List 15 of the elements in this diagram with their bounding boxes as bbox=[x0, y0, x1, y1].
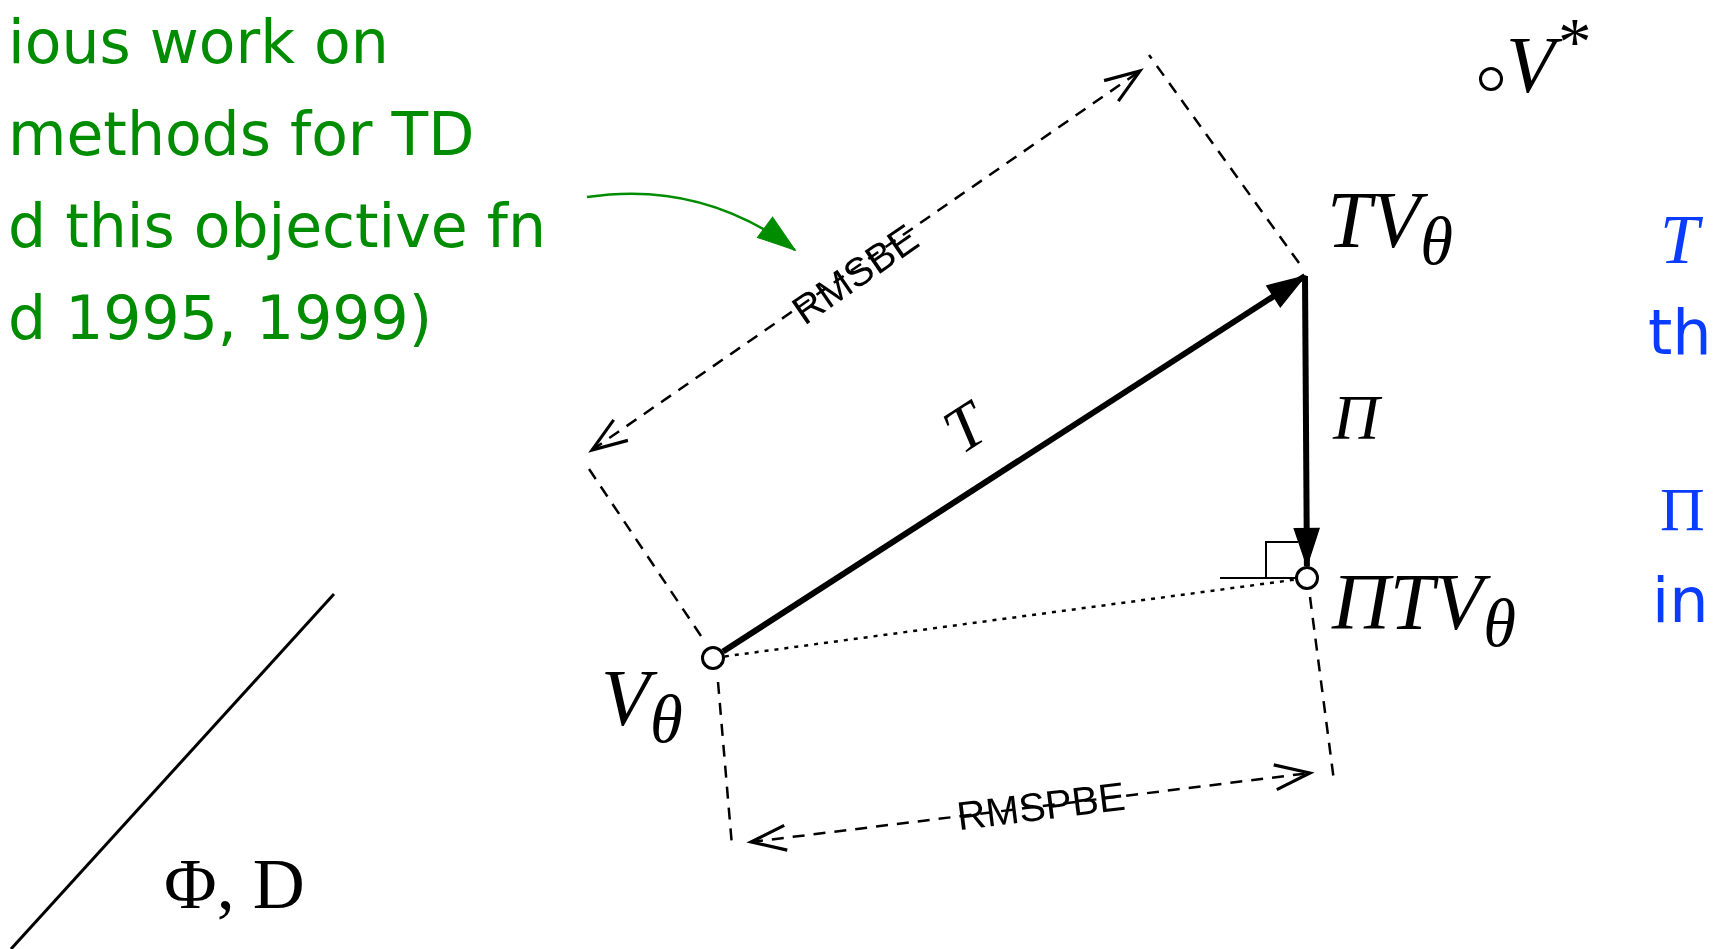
text-label: Π bbox=[1660, 478, 1705, 540]
edge-label: T bbox=[932, 391, 998, 465]
annotation-text: ious work on methods for TD d this objective fn d 1995, 1999) bbox=[8, 6, 546, 355]
math-label: V$^{*}$ bbox=[1506, 9, 1589, 105]
math-label: V$_{θ}$ bbox=[601, 658, 683, 754]
text-label: in bbox=[1652, 570, 1709, 632]
text-label: th bbox=[1648, 302, 1712, 364]
math-label: ΠTV$_{θ}$ bbox=[1332, 562, 1516, 658]
text-label: Φ, D bbox=[164, 848, 305, 920]
dotted-line bbox=[724, 578, 1296, 658]
arrow bbox=[1293, 276, 1320, 567]
math-label: TV$_{θ}$ bbox=[1327, 180, 1454, 276]
arrow bbox=[721, 273, 1307, 654]
arrow bbox=[586, 192, 796, 252]
dimension-label: RMSPBE bbox=[954, 775, 1128, 837]
